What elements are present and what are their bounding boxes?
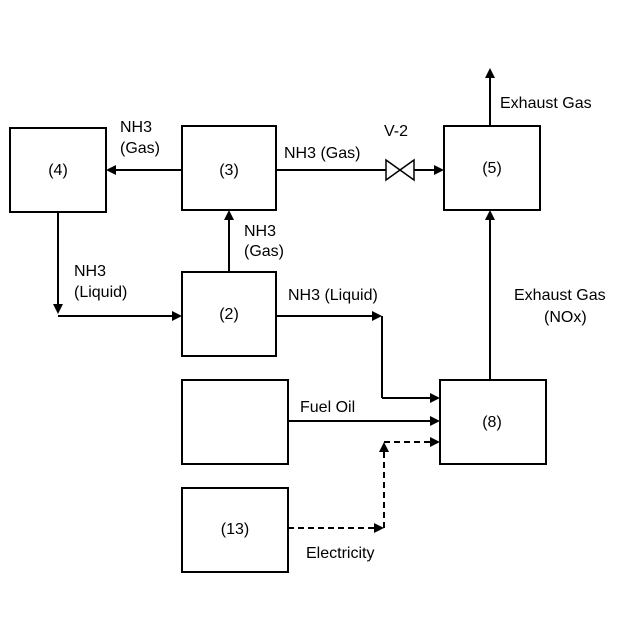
box-unlabeled xyxy=(182,380,288,464)
box-5: (5) xyxy=(444,126,540,210)
arrowhead-icon xyxy=(379,442,389,452)
label-nh3-gas-from-2-line1: NH3 xyxy=(244,223,276,240)
flow-2-to-8 xyxy=(276,311,440,403)
valve-icon xyxy=(386,160,414,180)
arrowhead-icon xyxy=(224,210,234,220)
box-8: (8) xyxy=(440,380,546,464)
arrowhead-icon xyxy=(434,165,444,175)
box-3-label: (3) xyxy=(219,162,239,179)
box-2-label: (2) xyxy=(219,306,239,323)
flow-5-exhaust xyxy=(485,68,495,126)
label-exhaust-gas-top: Exhaust Gas xyxy=(500,95,592,112)
label-fuel-oil: Fuel Oil xyxy=(300,399,355,416)
arrowhead-icon xyxy=(485,68,495,78)
arrowhead-icon xyxy=(430,416,440,426)
flow-electricity xyxy=(288,437,440,533)
label-nh3-liquid-to-2-line1: NH3 xyxy=(74,263,106,280)
flow-8-to-5 xyxy=(485,210,495,380)
box-13: (13) xyxy=(182,488,288,572)
box-13-label: (13) xyxy=(221,521,249,538)
flow-2-to-3 xyxy=(224,210,234,272)
arrowhead-icon xyxy=(172,311,182,321)
box-2: (2) xyxy=(182,272,276,356)
label-nh3-gas-to-4-line2: (Gas) xyxy=(120,140,160,157)
arrowhead-icon xyxy=(430,437,440,447)
flow-4-to-2 xyxy=(53,212,182,321)
label-exhaust-gas-nox-line2: (NOx) xyxy=(544,309,587,326)
box-5-label: (5) xyxy=(482,160,502,177)
label-nh3-liquid-to-2-line2: (Liquid) xyxy=(74,284,127,301)
label-nh3-gas-to-4-line1: NH3 xyxy=(120,119,152,136)
label-nh3-liquid-to-8: NH3 (Liquid) xyxy=(288,287,378,304)
box-4: (4) xyxy=(10,128,106,212)
arrowhead-icon xyxy=(485,210,495,220)
arrowhead-icon xyxy=(372,311,382,321)
arrowhead-icon xyxy=(430,393,440,403)
flow-fuel-oil xyxy=(288,416,440,426)
valve-label: V-2 xyxy=(384,123,408,140)
box-8-label: (8) xyxy=(482,414,502,431)
label-exhaust-gas-nox-line1: Exhaust Gas xyxy=(514,287,606,304)
arrowhead-icon xyxy=(53,304,63,314)
flow-3-to-5 xyxy=(276,165,444,175)
label-nh3-gas-from-2-line2: (Gas) xyxy=(244,243,284,260)
box-4-label: (4) xyxy=(48,162,68,179)
arrowhead-icon xyxy=(374,523,384,533)
flow-3-to-4 xyxy=(106,165,182,175)
arrowhead-icon xyxy=(106,165,116,175)
box-3: (3) xyxy=(182,126,276,210)
label-electricity: Electricity xyxy=(306,545,374,562)
label-nh3-gas-to-5: NH3 (Gas) xyxy=(284,145,360,162)
